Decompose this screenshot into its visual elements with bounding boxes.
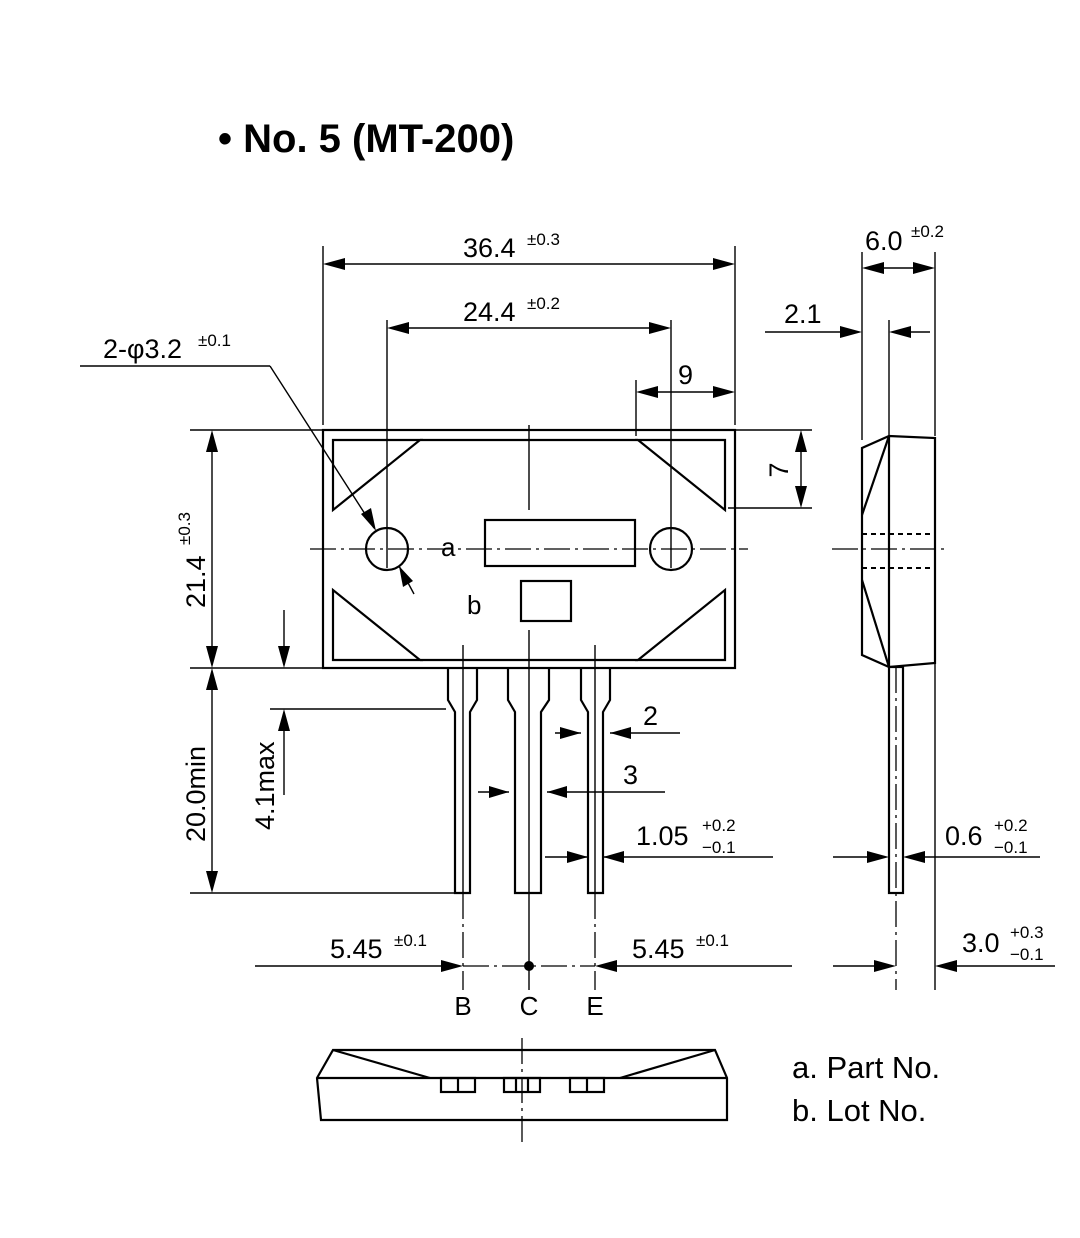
dim-hole-edge: 9 <box>635 360 735 436</box>
dim-body-height-value: 21.4 <box>181 555 211 608</box>
dim-lead-shoulder-value: 4.1max <box>250 741 280 830</box>
dim-lead-gap: 3 <box>478 760 665 798</box>
dim-lead-offset-value: 3.0 <box>962 928 1000 958</box>
dim-hole-diameter-value: 2-φ3.2 <box>103 334 182 364</box>
dim-lead-thickness-value: 0.6 <box>945 821 983 851</box>
dim-lead-width-tol-minus: −0.1 <box>702 838 736 857</box>
dim-hole-from-top-value: 7 <box>764 462 794 477</box>
dim-lead-offset-tol-plus: +0.3 <box>1010 923 1044 942</box>
dim-hole-pitch-value: 24.4 <box>463 297 516 327</box>
dim-pitch-right-tol: ±0.1 <box>696 931 729 950</box>
dim-lead-shoulder-width-value: 2 <box>643 701 658 731</box>
dim-lead-thickness-tol-plus: +0.2 <box>994 816 1028 835</box>
side-view-lead <box>887 665 905 990</box>
dim-thickness: 6.0 ±0.2 <box>861 222 944 440</box>
dim-hole-diameter-tol: ±0.1 <box>198 331 231 350</box>
dim-overall-width-value: 36.4 <box>463 233 516 263</box>
dim-lead-width-tol-plus: +0.2 <box>702 816 736 835</box>
dim-lead-thickness-tol-minus: −0.1 <box>994 838 1028 857</box>
note-part-no: a. Part No. <box>792 1050 940 1085</box>
bottom-view <box>315 1038 729 1145</box>
dim-hole-from-top: 7 <box>728 429 812 509</box>
pin-label-emitter: E <box>586 991 603 1021</box>
dim-hole-pitch-tol: ±0.2 <box>527 294 560 313</box>
side-view-body <box>832 434 948 669</box>
lead-emitter <box>579 668 612 895</box>
dim-lead-thickness: 0.6 +0.2 −0.1 <box>833 816 1040 863</box>
dim-hole-diameter: 2-φ3.2 ±0.1 <box>80 331 415 595</box>
dim-hole-edge-value: 9 <box>678 360 693 390</box>
dim-pitch-left-tol: ±0.1 <box>394 931 427 950</box>
dim-lead-shoulder: 4.1max <box>250 610 446 830</box>
dim-overall-width: 36.4 ±0.3 <box>322 230 736 425</box>
part-number-area <box>483 518 637 568</box>
dim-lead-offset: 3.0 +0.3 −0.1 <box>833 663 1055 990</box>
dim-lead-width: 1.05 +0.2 −0.1 <box>545 816 773 863</box>
pitch-center-dot <box>524 961 534 971</box>
dim-lead-offset-tol-minus: −0.1 <box>1010 945 1044 964</box>
marking-b-label: b <box>467 590 481 620</box>
dim-flange: 2.1 <box>765 299 930 436</box>
dim-body-height-tol: ±0.3 <box>175 512 194 545</box>
drawing-title: • No. 5 (MT-200) <box>218 117 514 161</box>
dim-lead-pitch: 5.45 ±0.1 5.45 ±0.1 <box>255 893 792 990</box>
dim-thickness-tol: ±0.2 <box>911 222 944 241</box>
dim-body-height: 21.4 ±0.3 <box>175 429 446 669</box>
dim-pitch-right-value: 5.45 <box>632 934 685 964</box>
dim-pitch-left-value: 5.45 <box>330 934 383 964</box>
center-lines <box>310 320 748 668</box>
dim-hole-pitch: 24.4 ±0.2 <box>387 294 671 334</box>
dim-lead-shoulder-width: 2 <box>555 701 680 739</box>
dim-flange-value: 2.1 <box>784 299 822 329</box>
dim-lead-gap-value: 3 <box>623 760 638 790</box>
lot-number-area <box>519 579 573 623</box>
dim-lead-length: 20.0min <box>181 668 455 894</box>
dim-thickness-value: 6.0 <box>865 226 903 256</box>
dim-lead-length-value: 20.0min <box>181 746 211 842</box>
lead-collector <box>506 668 551 895</box>
dim-overall-width-tol: ±0.3 <box>527 230 560 249</box>
pin-label-collector: C <box>520 991 539 1021</box>
marking-a-label: a <box>441 532 456 562</box>
note-lot-no: b. Lot No. <box>792 1093 926 1128</box>
lead-base <box>446 668 479 895</box>
dim-lead-width-value: 1.05 <box>636 821 689 851</box>
pin-label-base: B <box>454 991 471 1021</box>
